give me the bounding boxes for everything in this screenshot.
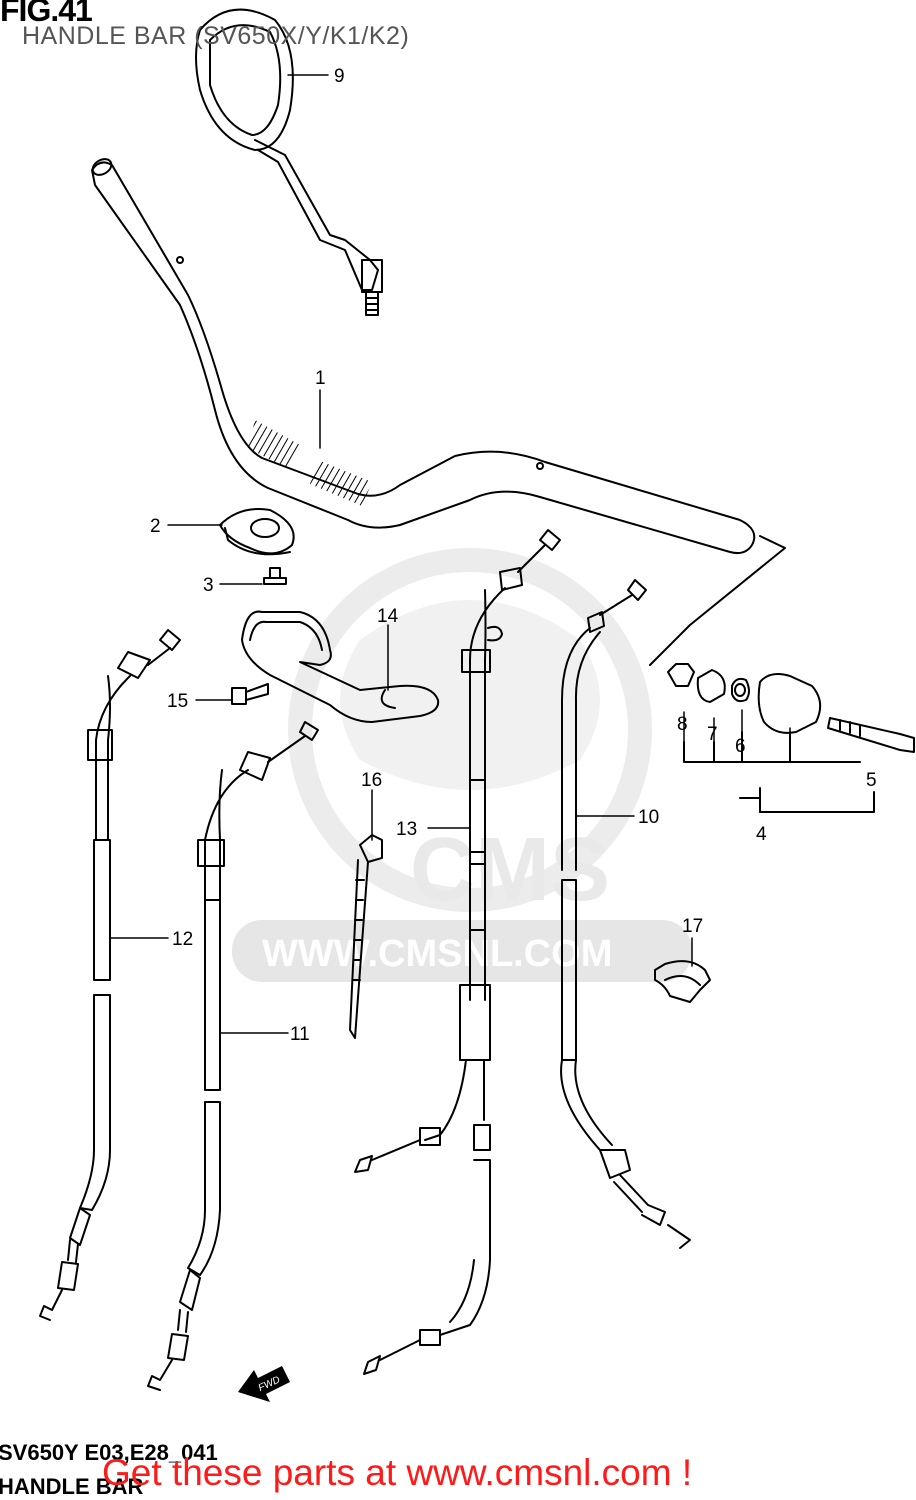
watermark-url: WWW.CMSNL.COM bbox=[262, 933, 612, 975]
part-cap bbox=[219, 508, 295, 556]
callout-8: 8 bbox=[677, 714, 688, 735]
callout-14: 14 bbox=[377, 606, 399, 627]
promo-link[interactable]: Get these parts at www.cmsnl.com ! bbox=[102, 1452, 693, 1493]
callout-1: 1 bbox=[315, 368, 326, 389]
figure-title: HANDLE BAR (SV650X/Y/K1/K2) bbox=[22, 22, 410, 50]
callout-6: 6 bbox=[735, 736, 746, 757]
part-cable-tie bbox=[349, 834, 383, 1039]
figure-code: SV650Y E03,E28_041 bbox=[0, 1440, 218, 1465]
callout-10: 10 bbox=[638, 807, 659, 828]
callout-5: 5 bbox=[866, 770, 877, 791]
figure-number: FIG.41 bbox=[0, 0, 93, 28]
part-bolt bbox=[231, 683, 269, 705]
figure-caption: HANDLE BAR bbox=[0, 1474, 144, 1499]
handle-bar bbox=[91, 158, 756, 555]
fwd-arrow-icon: FWD bbox=[238, 1366, 290, 1402]
part-screw bbox=[263, 567, 287, 585]
callout-11: 11 bbox=[290, 1024, 310, 1045]
callout-3: 3 bbox=[203, 575, 214, 596]
mirror bbox=[195, 8, 383, 316]
cable-12 bbox=[39, 629, 181, 1321]
cable-11 bbox=[147, 721, 319, 1391]
callouts: 1 2 3 4 5 6 7 8 9 10 11 12 13 14 15 16 1… bbox=[150, 66, 877, 1045]
leader-lines bbox=[109, 74, 791, 1034]
callout-4: 4 bbox=[756, 824, 767, 845]
callout-7: 7 bbox=[707, 724, 718, 745]
part-clip bbox=[654, 960, 711, 1003]
callout-2: 2 bbox=[150, 516, 161, 537]
bar-end-assembly bbox=[649, 535, 915, 813]
callout-15: 15 bbox=[167, 691, 188, 712]
callout-17: 17 bbox=[682, 916, 703, 937]
cable-10 bbox=[560, 579, 691, 1249]
watermark-logo: CMS bbox=[410, 820, 610, 920]
callout-12: 12 bbox=[172, 929, 193, 950]
callout-9: 9 bbox=[334, 66, 345, 87]
part-clamp bbox=[241, 610, 440, 723]
callout-13: 13 bbox=[396, 819, 417, 840]
callout-16: 16 bbox=[361, 770, 382, 791]
